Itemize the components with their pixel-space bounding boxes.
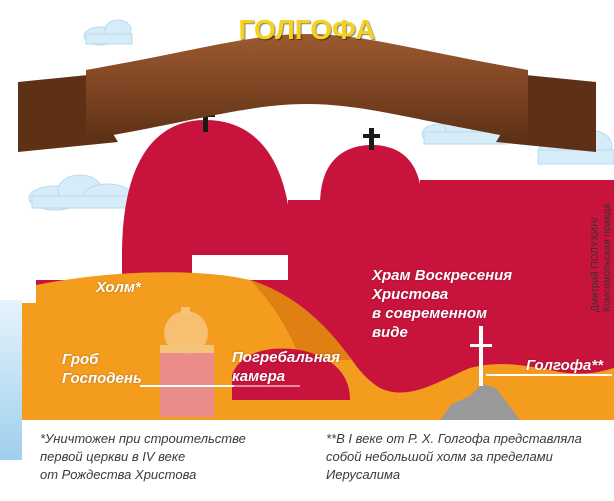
footnote-line: *Уничтожен при строительстве (40, 431, 246, 446)
footnote-line: собой небольшой холм за пределами (326, 449, 553, 464)
label-golgotha: Голгофа** (526, 356, 603, 375)
title-ribbon (18, 34, 596, 152)
hill-shadow (250, 280, 352, 360)
church-label-line: в современном (372, 305, 488, 322)
cloud-left (28, 174, 133, 211)
footnote-right: **В I веке от Р. Х. Голгофа представляла… (326, 430, 612, 484)
footnote-line: от Рождества Христова (40, 467, 197, 482)
cross-icon (363, 128, 380, 150)
title-text: ГОЛГОФА (238, 14, 376, 45)
page-title: ГОЛГОФА (207, 12, 407, 48)
cross-icon (470, 326, 492, 386)
image-credit: Дмитрий ПОЛУХИН/ Комсомольская правда (590, 102, 614, 312)
footnote-left: *Уничтожен при строительстве первой церк… (40, 430, 310, 484)
credit-line: Комсомольская правда (602, 203, 613, 312)
church-label-line: Храм Воскресения (372, 267, 513, 284)
credit-line: Дмитрий ПОЛУХИН/ (590, 217, 601, 312)
footnote-line: первой церкви в IV веке (40, 449, 186, 464)
golgotha-rock (440, 384, 520, 420)
church-label-line: виде (372, 324, 408, 341)
cloud-top-left (83, 19, 133, 46)
tomb-edicule (140, 307, 234, 417)
footnote-line: **В I веке от Р. Х. Голгофа представляла (326, 431, 582, 446)
church-label-line: Христова (372, 286, 449, 303)
label-burial-chamber: Погребальная камера (232, 348, 340, 386)
label-hill: Холм* (96, 278, 141, 297)
chamber-label-line: камера (232, 368, 286, 385)
label-tomb: Гроб Господень (62, 350, 142, 388)
tomb-label-line: Гроб (62, 351, 99, 368)
sky-strip (0, 300, 22, 460)
chamber-label-line: Погребальная (232, 349, 340, 366)
footnote-line: Иерусалима (326, 467, 401, 482)
hill-label: Холм* (96, 279, 141, 296)
tomb-label-line: Господень (62, 370, 142, 387)
golgotha-label: Голгофа** (526, 357, 604, 374)
label-church: Храм Воскресения Христова в современном … (372, 266, 512, 342)
burial-chamber (232, 348, 350, 400)
